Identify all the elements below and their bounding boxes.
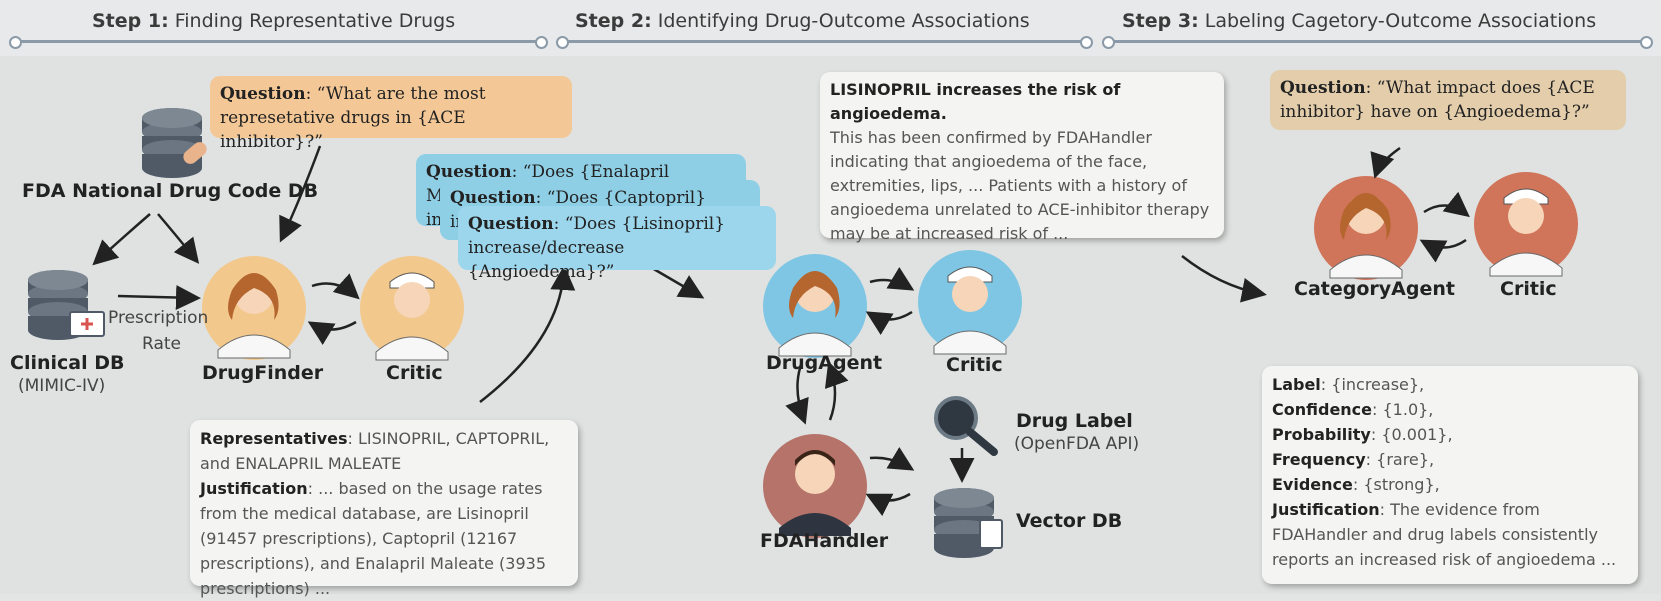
divider-dot [556,36,569,49]
categoryagent-label: CategoryAgent [1294,278,1455,300]
drugagent-label: DrugAgent [766,352,883,374]
critic-label-3: Critic [1500,278,1557,300]
result-field-probability: Probability: {0.001}, [1272,425,1453,444]
result-field-justification: Justification: The evidence from FDAHand… [1272,500,1617,569]
step1-result-box: Representatives: LISINOPRIL, CAPTOPRIL, … [190,420,578,598]
drugagent-avatar [763,254,867,358]
drugfinder-label: DrugFinder [202,362,324,384]
arrows [92,145,1470,517]
clinical-database-icon [28,270,105,340]
categoryagent-avatar [1314,176,1418,280]
step-2-divider [562,40,1086,43]
step-1-title: Step 1: Finding Representative Drugs [92,10,456,32]
step2-question-lisinopril: Question: “Does {Lisinopril}increase/dec… [458,206,776,282]
step2-answer-box: LISINOPRIL increases the risk of angioed… [820,72,1224,243]
rate-label: Rate [142,334,181,354]
step3-question-box: Question: “What impact does {ACE inhibit… [1270,70,1626,130]
divider-dot [535,36,548,49]
step3-result-box: Label: {increase}, Confidence: {1.0}, Pr… [1262,366,1638,584]
clinical-db-sublabel: (MIMIC-IV) [18,376,106,396]
step-3-divider [1108,40,1648,43]
critic-label-1: Critic [386,362,443,384]
vector-database-icon [934,488,1003,558]
fdahandler-label: FDAHandler [760,530,889,552]
result-field-label: Label: {increase}, [1272,375,1425,394]
prescription-label: Prescription [108,308,209,328]
step-2-title: Step 2: Identifying Drug-Outcome Associa… [575,10,1030,32]
vector-db-label: Vector DB [1016,510,1123,532]
magnifier-icon [934,396,998,456]
critic-avatar-3 [1474,172,1578,277]
step-3-title: Step 3: Labeling Cagetory-Outcome Associ… [1122,10,1597,32]
critic-avatar-1 [360,256,464,361]
drugfinder-avatar [202,256,306,360]
steps-header: Step 1: Finding Representative Drugs Ste… [0,0,1661,56]
critic-avatar-2 [918,250,1022,355]
divider-dot [1640,36,1653,49]
divider-dot [1102,36,1115,49]
step1-question-box: Question: “What are the most represetati… [210,76,572,152]
fda-database-icon [142,108,207,178]
step-1-divider [14,40,542,43]
critic-label-2: Critic [946,354,1003,376]
result-field-frequency: Frequency: {rare}, [1272,450,1435,469]
result-field-evidence: Evidence: {strong}, [1272,475,1440,494]
fda-db-label: FDA National Drug Code DB [22,180,319,202]
fdahandler-avatar [763,434,867,538]
divider-dot [1080,36,1093,49]
clinical-db-label: Clinical DB [10,352,125,374]
drug-label-sublabel: (OpenFDA API) [1014,434,1140,454]
drug-label-label: Drug Label [1016,410,1133,432]
divider-dot [9,36,22,49]
result-field-confidence: Confidence: {1.0}, [1272,400,1434,419]
